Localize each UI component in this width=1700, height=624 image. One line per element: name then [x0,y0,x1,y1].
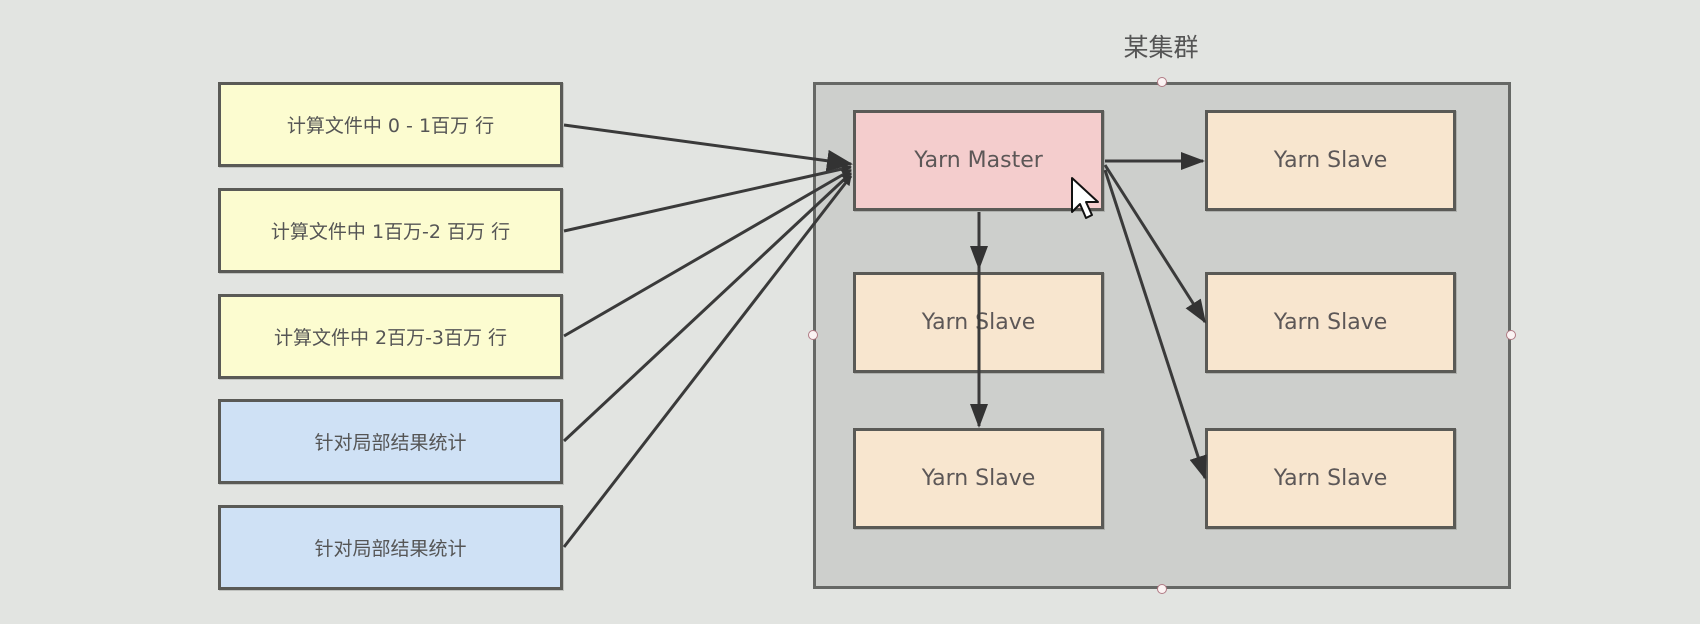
node-label: Yarn Slave [921,310,1036,335]
node-label: Yarn Master [914,148,1043,173]
yarn-slave-node[interactable]: Yarn Slave [853,272,1104,373]
edge-task0-master [563,123,853,172]
mouse-cursor-icon [1071,177,1099,219]
aggregate-label: 针对局部结果统计 [314,538,467,560]
yarn-master-node[interactable]: Yarn Master [853,110,1104,211]
node-label: Yarn Slave [921,466,1036,491]
task-box-0[interactable]: 计算文件中 0 - 1百万 行 [218,82,563,167]
resize-handle-right[interactable] [1506,330,1516,340]
task-label: 计算文件中 1百万-2 百万 行 [270,221,511,243]
task-label: 计算文件中 2百万-3百万 行 [273,327,508,349]
resize-handle-bottom[interactable] [1157,584,1167,594]
edge-task2-master [563,168,852,338]
aggregate-box-0[interactable]: 针对局部结果统计 [218,399,563,484]
task-label: 计算文件中 0 - 1百万 行 [286,115,495,137]
aggregate-label: 针对局部结果统计 [314,432,467,454]
edge-task3-master [562,171,853,443]
node-label: Yarn Slave [1273,310,1388,335]
yarn-slave-node[interactable]: Yarn Slave [1205,428,1456,529]
edge-task1-master [563,164,852,233]
node-label: Yarn Slave [1273,466,1388,491]
resize-handle-top[interactable] [1157,77,1167,87]
yarn-slave-node[interactable]: Yarn Slave [1205,272,1456,373]
resize-handle-left[interactable] [808,330,818,340]
task-box-1[interactable]: 计算文件中 1百万-2 百万 行 [218,188,563,273]
yarn-slave-node[interactable]: Yarn Slave [1205,110,1456,211]
cluster-title: 某集群 [1123,33,1199,62]
aggregate-box-1[interactable]: 针对局部结果统计 [218,505,563,590]
task-box-2[interactable]: 计算文件中 2百万-3百万 行 [218,294,563,379]
node-label: Yarn Slave [1273,148,1388,173]
yarn-slave-node[interactable]: Yarn Slave [853,428,1104,529]
edge-task4-master [562,175,853,548]
